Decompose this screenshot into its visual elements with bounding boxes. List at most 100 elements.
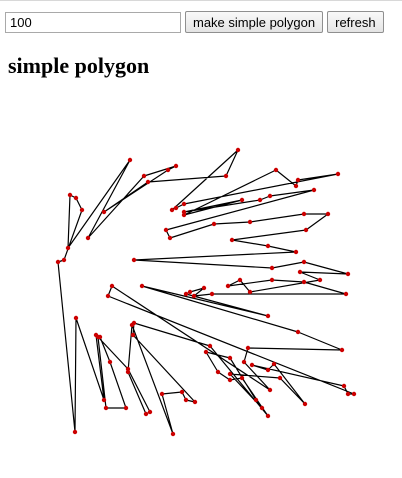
polygon-vertex xyxy=(79,207,85,213)
polygon-vertex xyxy=(143,411,149,417)
polygon-vertex xyxy=(269,265,275,271)
polygon-vertex xyxy=(170,431,176,437)
polygon-vertex xyxy=(301,279,307,285)
polygon-vertex xyxy=(201,285,207,291)
polygon-vertex xyxy=(95,334,101,340)
polygon-vertex xyxy=(105,293,111,299)
polygon-vertex xyxy=(181,201,187,207)
polygon-vertex xyxy=(131,320,137,326)
polygon-vertex xyxy=(183,397,189,403)
polygon-vertex xyxy=(173,163,179,169)
polygon-vertex xyxy=(109,283,115,289)
toolbar: make simple polygon refresh xyxy=(5,11,384,33)
polygon-vertex xyxy=(317,277,323,283)
make-simple-polygon-button[interactable]: make simple polygon xyxy=(185,11,324,33)
polygon-vertex xyxy=(335,171,341,177)
polygon-vertex xyxy=(147,409,153,415)
polygon-vertex xyxy=(67,192,73,198)
polygon-vertex xyxy=(267,193,273,199)
polygon-vertex xyxy=(225,283,231,289)
polygon-vertex xyxy=(101,209,107,215)
polygon-vertex xyxy=(223,173,229,179)
polygon-vertex xyxy=(163,227,169,233)
polygon-vertex xyxy=(311,187,317,193)
polygon-vertex xyxy=(159,391,165,397)
polygon-vertex xyxy=(293,183,299,189)
polygon-vertex xyxy=(167,235,173,241)
polygon-vertex xyxy=(227,371,233,377)
polygon-vertex xyxy=(65,245,71,251)
polygon-vertices xyxy=(55,147,357,437)
polygon-vertex xyxy=(101,397,107,403)
polygon-vertex xyxy=(173,205,179,211)
polygon-vertex xyxy=(303,227,309,233)
polygon-vertex xyxy=(239,197,245,203)
page-top-border xyxy=(0,0,402,1)
polygon-vertex xyxy=(301,211,307,217)
polygon-vertex xyxy=(181,212,187,218)
polygon-vertex xyxy=(141,173,147,179)
polygon-vertex xyxy=(227,355,233,361)
polygon-vertex xyxy=(247,289,253,295)
polygon-vertex xyxy=(107,359,113,365)
polygon-vertex xyxy=(295,177,301,183)
polygon-vertex xyxy=(345,271,351,277)
polygon-vertex xyxy=(123,405,129,411)
polygon-vertex xyxy=(183,291,189,297)
polygon-vertex xyxy=(73,315,79,321)
polygon-vertex xyxy=(239,375,245,381)
polygon-vertex xyxy=(145,179,151,185)
polygon-vertex xyxy=(139,283,145,289)
polygon-vertex xyxy=(259,405,265,411)
polygon-vertex xyxy=(273,167,279,173)
polygon-vertex xyxy=(253,397,259,403)
polygon-vertex xyxy=(265,243,271,249)
polygon-vertex xyxy=(169,207,175,213)
polygon-vertex xyxy=(73,195,79,201)
polygon-outline xyxy=(57,149,355,435)
polygon-vertex xyxy=(55,259,61,265)
polygon-vertex xyxy=(247,219,253,225)
polygon-vertex xyxy=(211,221,217,227)
polygon-edges xyxy=(57,149,355,435)
polygon-vertex xyxy=(125,369,131,375)
polygon-vertex xyxy=(203,349,209,355)
polygon-vertex xyxy=(295,329,301,335)
polygon-vertex xyxy=(302,401,308,407)
polygon-vertex xyxy=(215,369,221,375)
polygon-vertex xyxy=(249,362,255,368)
polygon-vertex xyxy=(229,237,235,243)
polygon-vertex xyxy=(207,343,213,349)
polygon-vertex xyxy=(235,147,241,153)
polygon-vertex xyxy=(227,377,233,383)
polygon-vertex xyxy=(343,291,349,297)
page-title: simple polygon xyxy=(8,53,150,78)
polygon-vertex xyxy=(271,361,277,367)
polygon-vertex xyxy=(127,157,133,163)
polygon-vertex xyxy=(192,399,198,405)
polygon-vertex xyxy=(265,367,271,373)
polygon-vertex xyxy=(301,259,307,265)
vertex-count-input[interactable] xyxy=(5,11,181,33)
polygon-vertex xyxy=(241,359,247,365)
polygon-vertex xyxy=(179,389,185,395)
polygon-vertex xyxy=(339,347,345,353)
polygon-vertex xyxy=(341,383,347,389)
polygon-vertex xyxy=(237,277,243,283)
polygon-vertex xyxy=(85,235,91,241)
polygon-vertex xyxy=(325,211,331,217)
polygon-vertex xyxy=(297,269,303,275)
refresh-button[interactable]: refresh xyxy=(327,11,384,33)
polygon-vertex xyxy=(345,391,351,397)
polygon-vertex xyxy=(269,277,275,283)
polygon-vertex xyxy=(265,413,271,419)
polygon-vertex xyxy=(277,375,283,381)
polygon-vertex xyxy=(61,257,67,263)
polygon-vertex xyxy=(72,429,78,435)
polygon-vertex xyxy=(265,313,271,319)
polygon-vertex xyxy=(293,249,299,255)
polygon-vertex xyxy=(103,405,109,411)
polygon-vertex xyxy=(165,167,171,173)
polygon-vertex xyxy=(130,332,136,338)
